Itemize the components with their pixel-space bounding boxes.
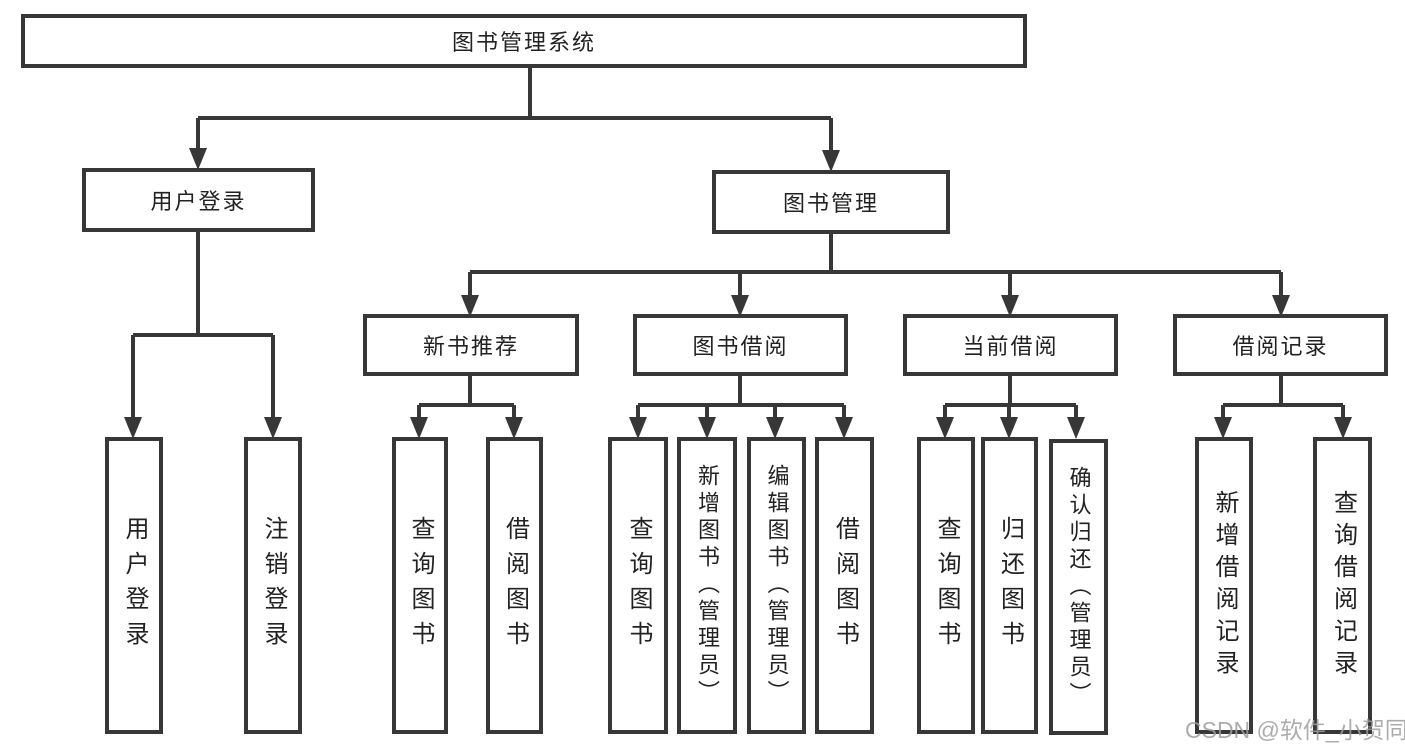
node-label: 当前借阅 [962, 334, 1059, 359]
leaf-logout: 注销登录 [244, 437, 302, 734]
node-label: 查询图书 [933, 515, 960, 656]
node-label: 借阅图书 [501, 515, 529, 656]
node-label: 新增图书（管理员） [695, 464, 720, 707]
node-root-book-management-system: 图书管理系统 [21, 14, 1027, 68]
node-label: 新增借阅记录 [1211, 489, 1238, 682]
node-label: 图书管理系统 [451, 30, 596, 55]
leaf-return-book: 归还图书 [981, 437, 1038, 734]
tree-edges [131, 68, 1345, 419]
node-label: 注销登录 [260, 515, 287, 656]
node-label: 归还图书 [996, 515, 1024, 656]
leaf-user-login: 用户登录 [105, 437, 163, 734]
node-label: 借阅图书 [831, 515, 859, 656]
node-borrow-records: 借阅记录 [1173, 314, 1388, 376]
leaf-add-book-admin: 新增图书（管理员） [677, 437, 737, 734]
node-label: 确认归还（管理员） [1066, 465, 1092, 709]
node-label: 用户登录 [150, 189, 247, 214]
leaf-add-borrow-record: 新增借阅记录 [1195, 437, 1253, 734]
node-label: 查询图书 [407, 515, 434, 656]
leaf-borrow-books-1: 借阅图书 [486, 437, 543, 734]
leaf-query-books-2: 查询图书 [608, 437, 668, 734]
node-label: 借阅记录 [1232, 334, 1329, 359]
leaf-query-borrow-record: 查询借阅记录 [1313, 437, 1372, 734]
node-label: 查询图书 [625, 515, 652, 656]
node-label: 图书借阅 [692, 334, 789, 359]
node-label: 编辑图书（管理员） [764, 464, 790, 707]
node-book-management: 图书管理 [712, 170, 950, 234]
leaf-confirm-return-admin: 确认归还（管理员） [1049, 439, 1108, 735]
node-new-book-recommend: 新书推荐 [363, 314, 579, 376]
node-label: 查询借阅记录 [1329, 489, 1357, 682]
leaf-borrow-books-2: 借阅图书 [815, 437, 874, 734]
arrowheads [124, 148, 1352, 439]
node-label: 用户登录 [121, 515, 148, 656]
leaf-edit-book-admin: 编辑图书（管理员） [747, 437, 806, 734]
node-label: 图书管理 [782, 191, 879, 216]
node-book-borrow: 图书借阅 [633, 314, 848, 376]
leaf-query-books-3: 查询图书 [917, 437, 975, 734]
leaf-query-books-1: 查询图书 [392, 437, 448, 734]
csdn-watermark: CSDN @软件_小贺同学 [1185, 717, 1405, 743]
node-current-borrow: 当前借阅 [903, 314, 1118, 376]
node-user-login: 用户登录 [82, 168, 315, 232]
node-label: 新书推荐 [422, 334, 519, 359]
